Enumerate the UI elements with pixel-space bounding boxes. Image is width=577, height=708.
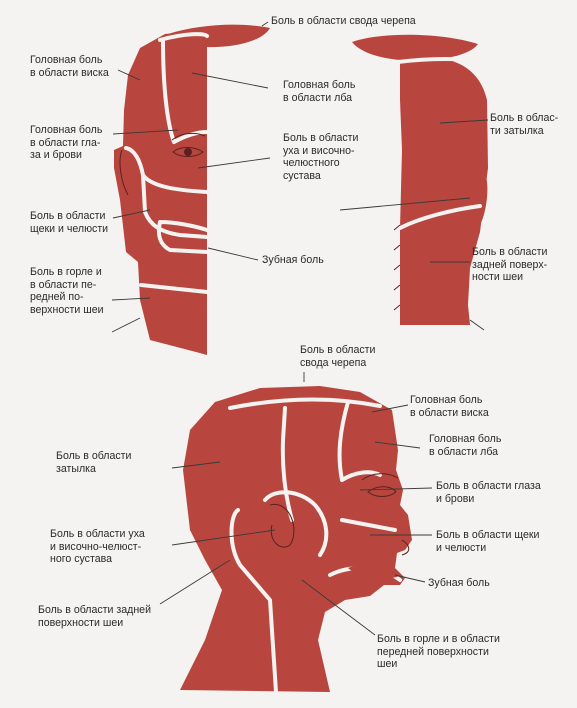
- label-side-forehead: Головная боль в области лба: [429, 433, 502, 458]
- back-separator-lines: [396, 57, 487, 230]
- label-front-tooth: Зубная боль: [262, 254, 324, 266]
- label-side-ear-tmj: Боль в области уха и височно-челюст- ног…: [50, 528, 145, 566]
- label-front-cheek: Боль в области щеки и челюсти: [30, 210, 109, 235]
- label-side-throat: Боль в горле и в области передней поверх…: [377, 633, 500, 671]
- front-pupil: [184, 148, 192, 156]
- label-side-temple: Головная боль в области виска: [410, 394, 489, 419]
- back-head-silhouette: [400, 57, 488, 325]
- label-side-back-neck: Боль в области задней поверхности шеи: [38, 604, 151, 629]
- front-separator-lines: [124, 32, 209, 294]
- label-front-crown: Боль в области свода черепа: [271, 15, 416, 27]
- label-back-occiput: Боль в облас- ти затылка: [490, 112, 559, 137]
- side-eyebrow: [361, 473, 399, 481]
- label-front-eye: Головная боль в области гла- за и брови: [30, 124, 103, 162]
- label-side-cheek: Боль в области щеки и челюсти: [436, 529, 540, 554]
- leader-lines: [111, 21, 489, 636]
- side-head-silhouette: [180, 386, 412, 692]
- label-front-forehead: Головная боль в области лба: [283, 79, 356, 104]
- front-crown-cap: [168, 24, 270, 48]
- label-back-neck: Боль в области задней поверх- ности шеи: [472, 246, 548, 284]
- side-head-view: [180, 386, 412, 694]
- back-crown-cap: [352, 34, 478, 61]
- side-ear: [269, 504, 295, 548]
- front-eye: [172, 147, 204, 157]
- side-eye: [367, 486, 397, 497]
- back-head-view: [352, 34, 488, 325]
- side-separator-lines: [228, 397, 402, 694]
- front-eyebrow: [171, 132, 206, 141]
- label-front-temple: Головная боль в области виска: [30, 54, 109, 79]
- label-side-occiput: Боль в области затылка: [56, 450, 132, 475]
- label-side-tooth: Зубная боль: [428, 577, 490, 589]
- label-front-throat: Боль в горле и в области пе- редней по- …: [30, 266, 104, 316]
- front-head-view: [114, 24, 270, 355]
- back-spine-ticks: [393, 224, 401, 311]
- back-ear: [472, 170, 488, 228]
- side-nose: [401, 539, 410, 556]
- front-ear: [119, 149, 129, 196]
- side-mouth-zone: [348, 563, 400, 580]
- front-head-silhouette: [114, 30, 207, 355]
- label-side-eye: Боль в области глаза и брови: [436, 480, 541, 505]
- label-front-ear-tmj: Боль в области уха и височно- челюстного…: [283, 132, 359, 182]
- label-side-crown: Боль в области свода черепа: [300, 344, 376, 369]
